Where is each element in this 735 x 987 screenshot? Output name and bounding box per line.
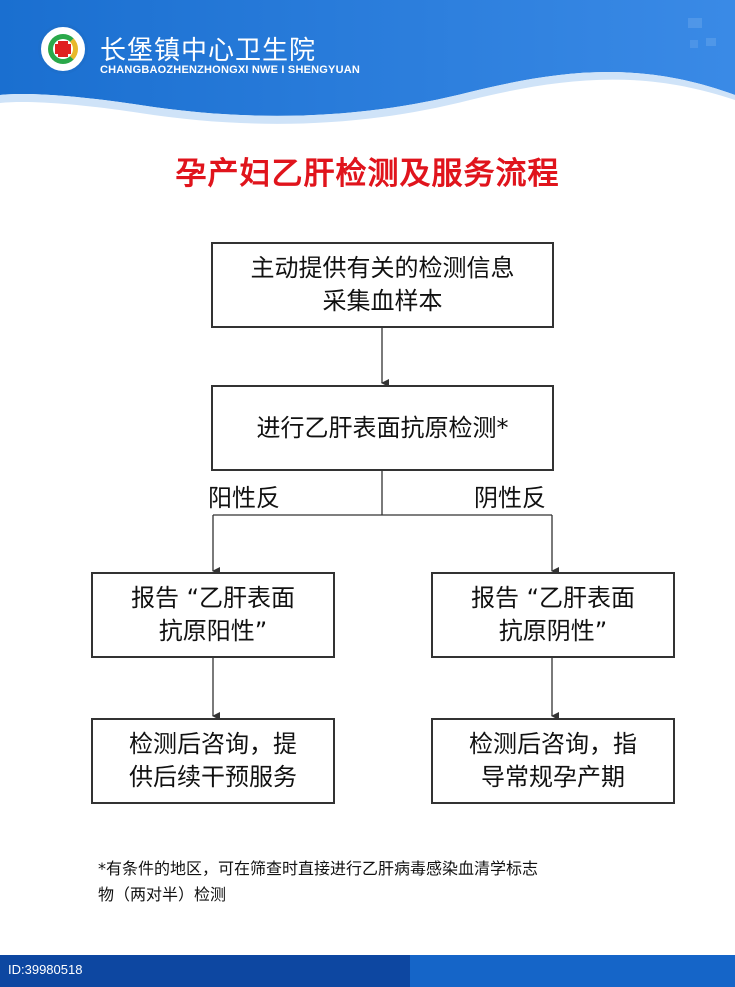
bottom-banner-dark	[0, 955, 410, 987]
step2-label: 进行乙肝表面抗原检测*	[256, 413, 509, 442]
right-report-box: 报告 “乙肝表面 抗原阴性”	[431, 572, 675, 658]
left-report-line1: 报告 “乙肝表面	[130, 584, 296, 612]
step-hbsag-test-box: 进行乙肝表面抗原检测*	[211, 385, 554, 471]
left-service-box: 检测后咨询，提 供后续干预服务	[91, 718, 335, 804]
left-report-line2: 抗原阳性”	[158, 617, 268, 645]
branch-left-label: 阳性反	[208, 484, 280, 512]
left-service-line1: 检测后咨询，提	[129, 730, 297, 758]
left-report-box: 报告 “乙肝表面 抗原阳性”	[91, 572, 335, 658]
right-report-line2: 抗原阴性”	[498, 617, 608, 645]
left-service-line2: 供后续干预服务	[129, 763, 297, 791]
header-banner	[0, 0, 735, 124]
step-collect-sample-box: 主动提供有关的检测信息 采集血样本	[211, 242, 554, 328]
step1-line2: 采集血样本	[322, 287, 443, 315]
footnote: *有条件的地区，可在筛查时直接进行乙肝病毒感染血清学标志 物（两对半）检测	[98, 856, 688, 908]
footnote-line1: *有条件的地区，可在筛查时直接进行乙肝病毒感染血清学标志	[98, 859, 539, 878]
hospital-logo-icon	[38, 24, 88, 74]
watermark-id: ID:39980518	[8, 962, 83, 977]
branch-right-label: 阴性反	[474, 484, 546, 512]
right-service-box: 检测后咨询，指 导常规孕产期	[431, 718, 675, 804]
step1-line1: 主动提供有关的检测信息	[250, 254, 515, 282]
right-service-line1: 检测后咨询，指	[469, 730, 637, 758]
right-report-line1: 报告 “乙肝表面	[470, 584, 636, 612]
hospital-pinyin: CHANGBAOZHENZHONGXI NWE I SHENGYUAN	[100, 64, 361, 76]
page-title: 孕产妇乙肝检测及服务流程	[175, 156, 560, 192]
right-service-line2: 导常规孕产期	[481, 763, 625, 791]
hospital-name: 长堡镇中心卫生院	[100, 36, 317, 66]
footnote-line2: 物（两对半）检测	[98, 885, 227, 904]
